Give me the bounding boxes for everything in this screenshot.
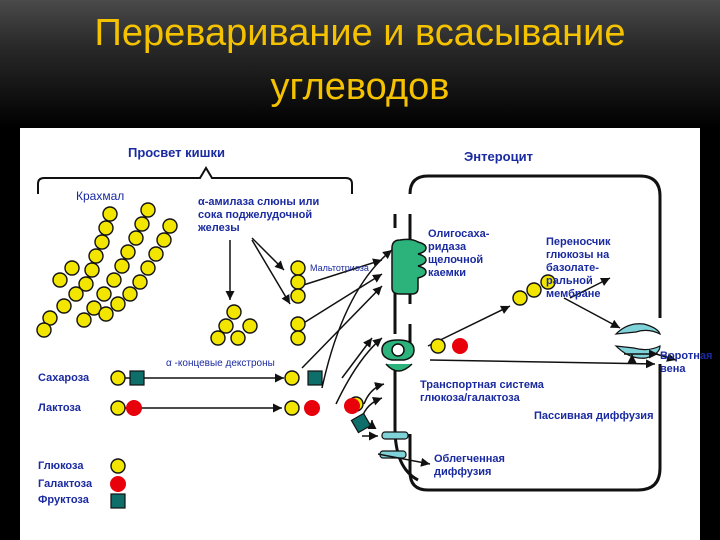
passive-diffusion-channel — [381, 431, 409, 440]
starch-molecules — [36, 202, 556, 416]
sucrose-products — [307, 370, 323, 386]
lumen-label: Просвет кишки — [128, 145, 225, 160]
starch-label: Крахмал — [76, 189, 125, 203]
pathway-arrows — [120, 237, 677, 467]
facilitated-diffusion-label-2: диффузия — [434, 466, 492, 478]
slide-title-line1: Переваривание и всасывание — [94, 12, 626, 54]
amylase-label-1: α-амилаза слюны или — [198, 196, 320, 208]
sucrose-label: Сахароза — [38, 372, 90, 384]
portal-vein-label-1: Воротная — [660, 350, 713, 362]
galactose-molecule — [452, 338, 468, 354]
fructose-molecule — [350, 412, 372, 434]
enterocyte-label: Энтероцит — [464, 149, 533, 164]
legend-fructose: Фруктоза — [38, 494, 89, 506]
oligosaccharidase-label-1: Олигосаха- — [428, 228, 490, 240]
sucrose-molecule — [110, 370, 145, 386]
oligosaccharidase-label-2: ридаза — [428, 241, 467, 253]
amylase-label-2: сока поджелудочной — [198, 209, 313, 221]
oligosaccharidase-label-4: каемки — [428, 267, 467, 279]
basolateral-carrier-label-2: глюкозы на — [546, 249, 610, 261]
basolateral-carrier-label-3: базолате- — [546, 262, 599, 274]
basolateral-glucose-carrier — [614, 323, 662, 359]
diagram-panel: Просвет кишки Энтероцит Крахмал α-амилаз… — [20, 128, 712, 540]
transport-system-label-1: Транспортная система — [420, 379, 544, 391]
glucose-galactose-transporter — [381, 339, 415, 372]
portal-vein-label-2: вена — [660, 363, 686, 375]
slide-header: Переваривание и всасывание углеводов — [0, 0, 720, 128]
diagram-canvas — [36, 166, 677, 509]
basolateral-carrier-label-4: ральной — [546, 275, 593, 287]
legend-glucose: Глюкоза — [38, 460, 84, 472]
basolateral-carrier-label-1: Переносчик — [546, 236, 611, 248]
lactose-products — [304, 398, 360, 416]
legend-symbols — [110, 458, 126, 509]
lactose-molecule — [110, 400, 142, 416]
maltotriose-label: Мальтотриоза — [310, 263, 369, 273]
passive-diffusion-label: Пассивная диффузия — [534, 410, 654, 422]
slide-title-line2: углеводов — [270, 66, 450, 108]
lactose-label: Лактоза — [38, 402, 81, 414]
dextrins-label: α -концевые декстроны — [166, 358, 275, 369]
amylase-label-3: железы — [198, 222, 240, 234]
oligosaccharidase-label-3: щелочной — [428, 254, 484, 266]
oligosaccharidase-carrier — [391, 238, 427, 295]
basolateral-carrier-label-5: мембране — [546, 288, 601, 300]
facilitated-diffusion-label-1: Облегченная — [434, 453, 505, 465]
legend-galactose: Галактоза — [38, 478, 93, 490]
transport-system-label-2: глюкоза/галактоза — [420, 392, 520, 404]
enterocyte-outline — [408, 174, 662, 492]
lumen-brace — [37, 166, 353, 194]
